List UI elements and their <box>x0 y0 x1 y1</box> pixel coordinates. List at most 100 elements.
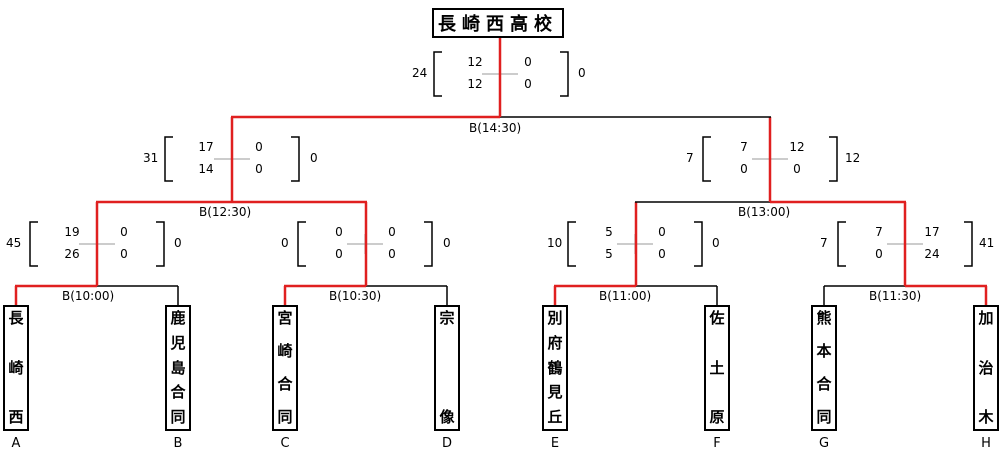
right-total-m3: 0 <box>712 236 720 250</box>
left-score-m1-2: 26 <box>64 247 80 261</box>
left-score-m3-2: 5 <box>605 247 613 261</box>
score-bracket-left <box>164 136 173 182</box>
team-letter-b: B <box>173 436 183 451</box>
team-box-h: 加治木 <box>973 305 999 431</box>
team-letter-g: G <box>818 436 830 451</box>
left-score-m2-2: 0 <box>335 247 343 261</box>
team-name-char: 見 <box>547 383 563 402</box>
team-name-char: 加 <box>978 309 994 327</box>
right-score-m4-1: 17 <box>924 225 940 239</box>
right-score-m3-2: 0 <box>658 247 666 261</box>
score-bracket-right <box>964 221 973 267</box>
score-bracket-left <box>702 136 711 182</box>
team-box-d: 宗像 <box>434 305 460 431</box>
left-total-m2: 0 <box>281 236 289 250</box>
team-name-char: 合 <box>816 375 832 393</box>
left-score-final-1: 12 <box>467 55 483 69</box>
right-total-final: 0 <box>578 66 586 80</box>
right-score-s1-2: 0 <box>255 162 263 176</box>
champion-box: 長崎西高校 <box>432 8 564 38</box>
right-score-s1-1: 0 <box>255 140 263 154</box>
match-label-m4: B(11:30) <box>869 289 922 303</box>
team-name-char: 鹿 <box>170 309 186 327</box>
right-total-s2: 12 <box>845 151 861 165</box>
team-box-f: 佐土原 <box>704 305 730 431</box>
team-name-char: 宮 <box>277 309 293 327</box>
score-bracket-right <box>829 136 838 182</box>
team-letter-h: H <box>981 436 991 451</box>
right-total-s1: 0 <box>310 151 318 165</box>
team-name-char: 原 <box>709 408 725 426</box>
left-score-m4-1: 7 <box>875 225 883 239</box>
right-score-final-1: 0 <box>524 55 532 69</box>
left-total-m3: 10 <box>547 236 563 250</box>
team-box-e: 別府鶴見丘 <box>542 305 568 431</box>
team-name-char: 西 <box>8 408 24 426</box>
team-name-char: 鶴 <box>547 358 563 377</box>
right-score-m2-2: 0 <box>388 247 396 261</box>
team-name-char: 合 <box>277 375 293 393</box>
team-name-char: 同 <box>170 408 186 426</box>
team-name-char: 島 <box>170 358 186 377</box>
left-total-final: 24 <box>412 66 428 80</box>
right-score-m1-1: 0 <box>120 225 128 239</box>
team-box-b: 鹿児島合同 <box>165 305 191 431</box>
left-score-s1-1: 17 <box>198 140 214 154</box>
right-score-m3-1: 0 <box>658 225 666 239</box>
match-label-s2: B(13:00) <box>738 205 791 219</box>
team-name-char: 佐 <box>709 309 725 327</box>
champion-name: 長崎西高校 <box>438 14 558 35</box>
match-label-s1: B(12:30) <box>199 205 252 219</box>
team-name-char: 別 <box>547 309 563 327</box>
left-score-m2-1: 0 <box>335 225 343 239</box>
score-bracket-left <box>29 221 38 267</box>
right-score-s2-2: 0 <box>793 162 801 176</box>
team-letter-e: E <box>550 436 560 451</box>
team-name-char: 丘 <box>547 408 563 426</box>
team-letter-d: D <box>441 436 452 451</box>
team-name-char: 熊 <box>816 309 832 327</box>
team-name-char: 合 <box>170 383 186 402</box>
score-bracket-left <box>567 221 576 267</box>
left-score-s2-1: 7 <box>740 140 748 154</box>
right-score-m4-2: 24 <box>924 247 940 261</box>
team-name-char: 本 <box>816 342 832 360</box>
score-bracket-right <box>291 136 300 182</box>
match-label-m3: B(11:00) <box>599 289 652 303</box>
team-name-char: 木 <box>978 408 994 426</box>
right-total-m2: 0 <box>443 236 451 250</box>
right-score-m2-1: 0 <box>388 225 396 239</box>
left-score-m3-1: 5 <box>605 225 613 239</box>
team-letter-c: C <box>280 436 290 451</box>
right-total-m4: 41 <box>979 236 995 250</box>
right-score-s2-1: 12 <box>789 140 805 154</box>
left-score-m1-1: 19 <box>64 225 80 239</box>
team-name-char: 宗 <box>439 309 455 327</box>
team-name-char: 像 <box>439 408 455 426</box>
left-score-s1-2: 14 <box>198 162 214 176</box>
score-bracket-right <box>694 221 703 267</box>
left-score-m4-2: 0 <box>875 247 883 261</box>
score-bracket-left <box>297 221 306 267</box>
score-bracket-right <box>560 51 569 97</box>
team-box-a: 長崎西 <box>3 305 29 431</box>
score-bracket-right <box>424 221 433 267</box>
score-bracket-left <box>837 221 846 267</box>
right-total-m1: 0 <box>174 236 182 250</box>
left-total-s2: 7 <box>686 151 694 165</box>
team-name-char: 治 <box>978 358 994 377</box>
right-score-m1-2: 0 <box>120 247 128 261</box>
right-score-final-2: 0 <box>524 77 532 91</box>
match-label-m2: B(10:30) <box>329 289 382 303</box>
team-box-c: 宮崎合同 <box>272 305 298 431</box>
team-name-char: 同 <box>277 408 293 426</box>
team-name-char: 崎 <box>8 358 24 377</box>
score-bracket-left <box>433 51 442 97</box>
left-score-final-2: 12 <box>467 77 483 91</box>
score-bracket-right <box>156 221 165 267</box>
left-total-s1: 31 <box>143 151 159 165</box>
team-name-char: 土 <box>709 358 725 377</box>
team-name-char: 府 <box>547 333 563 352</box>
